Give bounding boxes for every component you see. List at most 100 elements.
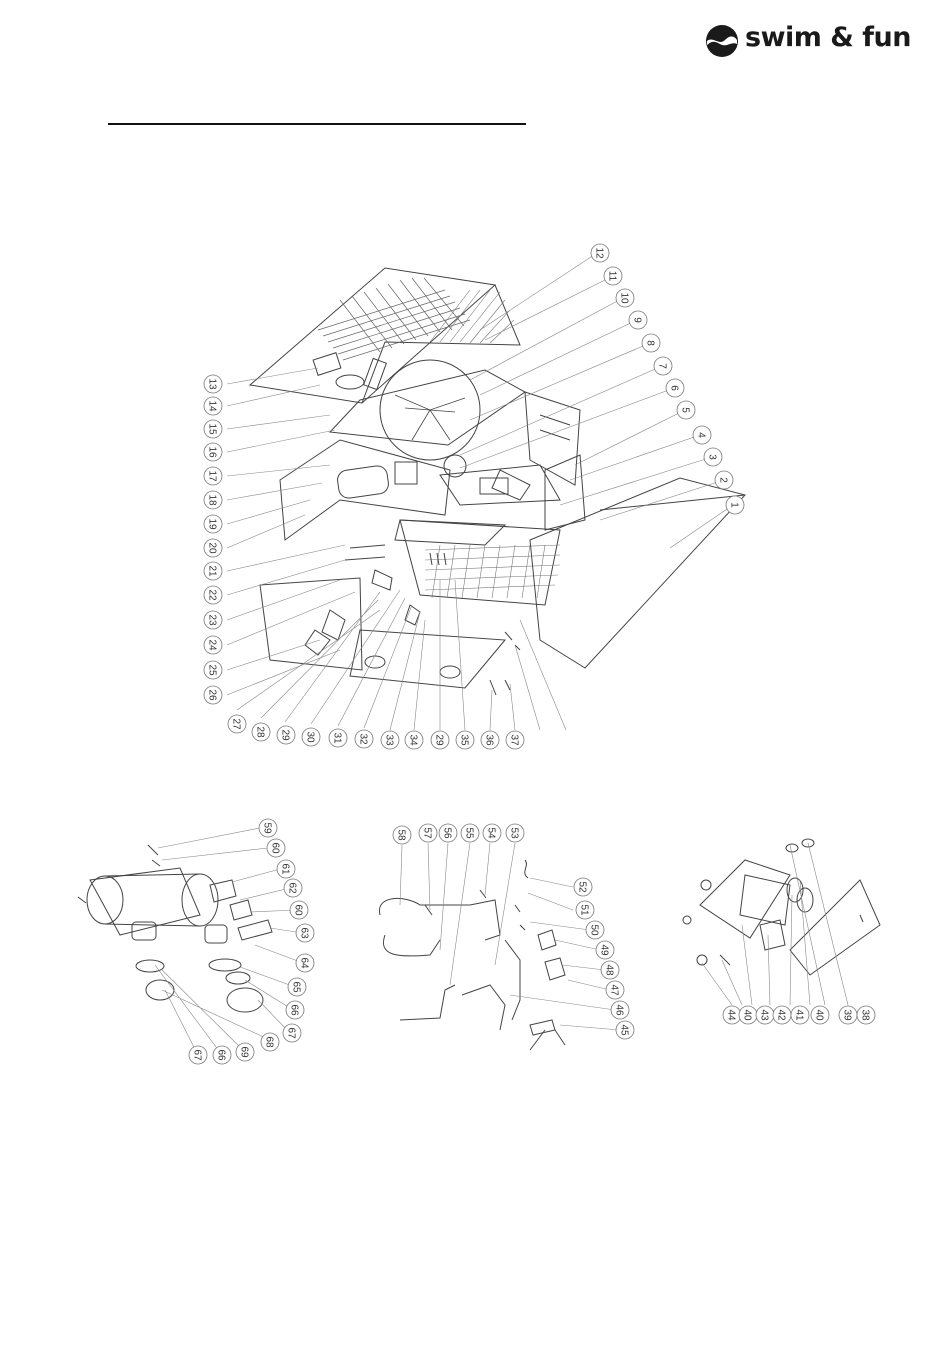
callout-number: 9 [632,317,643,323]
callout-number: 44 [726,1009,737,1021]
callout-number: 2 [718,477,729,483]
callout-number: 57 [422,827,433,839]
callout-number: 3 [707,454,718,460]
callout-number: 66 [216,1049,227,1061]
callout-number: 69 [239,1046,250,1058]
callout-number: 31 [332,732,343,744]
callout-main_diagram-30: 30 [302,728,320,746]
callout-right_diagram-40: 40 [811,1006,829,1024]
callout-number: 17 [207,470,218,482]
callout-number: 22 [207,589,218,601]
callout-main_diagram-31: 31 [329,729,347,747]
callout-number: 61 [280,863,291,875]
callout-number: 5 [680,407,691,413]
callout-main_diagram-2: 2 [715,471,733,489]
callout-middle_diagram-54: 54 [483,824,501,842]
callout-main_diagram-28: 28 [252,723,270,741]
callout-main_diagram-34: 34 [405,731,423,749]
callout-left_diagram-61: 61 [277,860,295,878]
callout-number: 33 [384,734,395,746]
callout-number: 1 [729,502,740,508]
callout-main_diagram-1: 1 [726,496,744,514]
callout-number: 28 [255,726,266,738]
right-leader-lines [702,843,848,1005]
callout-middle_diagram-48: 48 [601,961,619,979]
callout-main_diagram-29: 29 [431,731,449,749]
callout-number: 63 [299,927,310,939]
callout-main_diagram-19: 19 [204,515,222,533]
middle-leader-lines [400,843,620,1030]
callout-number: 47 [609,984,620,996]
callout-number: 62 [287,882,298,894]
callout-number: 36 [484,734,495,746]
callout-number: 18 [207,494,218,506]
callout-number: 24 [207,639,218,651]
callout-main_diagram-24: 24 [204,636,222,654]
callout-number: 49 [599,944,610,956]
electrical-box-drawing [683,839,880,975]
callout-number: 26 [207,689,218,701]
callout-number: 15 [207,423,218,435]
callout-number: 34 [408,734,419,746]
callout-main_diagram-32: 32 [355,730,373,748]
callout-main_diagram-3: 3 [704,448,722,466]
callout-right_diagram-42: 42 [773,1006,791,1024]
callout-number: 46 [614,1004,625,1016]
callout-number: 11 [607,271,618,282]
callout-number: 50 [589,924,600,936]
callout-main_diagram-26: 26 [204,686,222,704]
callout-main_diagram-5: 5 [677,401,695,419]
callout-main_diagram-23: 23 [204,611,222,629]
callout-number: 45 [619,1024,630,1036]
callout-number: 60 [270,842,281,854]
callout-number: 29 [434,734,445,746]
callout-number: 67 [192,1049,203,1061]
callout-main_diagram-25: 25 [204,661,222,679]
callout-left_diagram-65: 65 [288,978,306,996]
callout-number: 6 [669,385,680,391]
callout-number: 12 [594,247,605,259]
callout-number: 40 [742,1009,753,1021]
callout-left_diagram-64: 64 [296,954,314,972]
callout-number: 32 [358,733,369,745]
callout-number: 54 [486,827,497,839]
callout-main_diagram-13: 13 [204,375,222,393]
callout-number: 14 [207,400,218,412]
callout-number: 55 [464,827,475,839]
callout-main_diagram-18: 18 [204,491,222,509]
callout-left_diagram-69: 69 [236,1043,254,1061]
callout-number: 67 [286,1027,297,1039]
callout-number: 43 [759,1009,770,1021]
callout-number: 29 [280,729,291,741]
callout-main_diagram-12: 12 [591,244,609,262]
callout-middle_diagram-50: 50 [586,921,604,939]
callout-number: 38 [860,1009,871,1021]
heat-exchanger-drawing [78,845,272,1012]
callout-left_diagram-67: 67 [283,1024,301,1042]
callout-main_diagram-8: 8 [642,334,660,352]
callout-number: 8 [645,340,656,346]
callout-left_diagram-60: 60 [290,901,308,919]
callout-main_diagram-10: 10 [616,289,634,307]
callout-middle_diagram-55: 55 [461,824,479,842]
callout-main_diagram-16: 16 [204,443,222,461]
callout-number: 7 [657,363,668,369]
callout-number: 59 [262,822,273,834]
callout-number: 13 [207,378,218,390]
callout-number: 30 [305,731,316,743]
callout-left_diagram-67: 67 [189,1046,207,1064]
piping-drawing [379,860,565,1050]
callout-main_diagram-4: 4 [693,426,711,444]
callout-number: 48 [604,964,615,976]
callout-right_diagram-43: 43 [756,1006,774,1024]
callout-main_diagram-33: 33 [381,731,399,749]
callout-main_diagram-35: 35 [456,731,474,749]
callout-middle_diagram-57: 57 [419,824,437,842]
callout-middle_diagram-52: 52 [574,878,592,896]
callout-main_diagram-20: 20 [204,539,222,557]
callout-main_diagram-27: 27 [228,715,246,733]
callout-number: 27 [231,718,242,730]
callout-number: 40 [814,1009,825,1021]
callout-middle_diagram-53: 53 [506,824,524,842]
